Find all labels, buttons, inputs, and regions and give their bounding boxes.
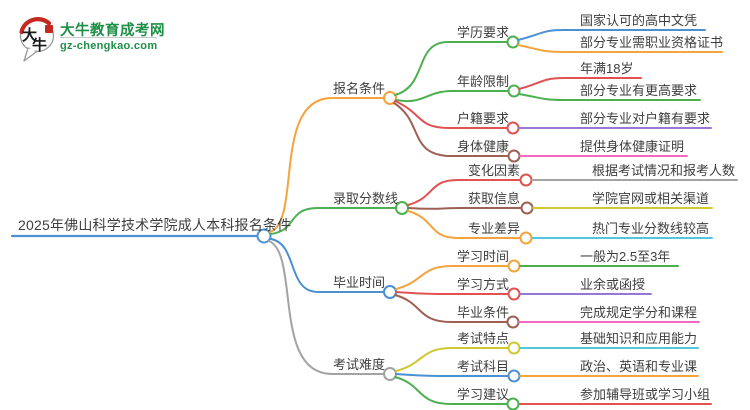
subnode-major-difference: 专业差异 (468, 221, 521, 236)
edge-graduation-time (270, 238, 385, 293)
branch-graduation-time: 毕业时间 (333, 275, 386, 290)
leaf-parttime: 业余或函授 (580, 277, 646, 292)
edge-age-limit (395, 90, 509, 103)
logo-char-niu: 牛 (32, 36, 47, 54)
subnode-graduation-requirement: 毕业条件 (457, 305, 510, 320)
circle-change-factors (519, 173, 533, 187)
edge-info-channel (408, 207, 522, 210)
edge-leaf-vocational-cert (517, 44, 723, 53)
edge-education-requirement (394, 41, 508, 96)
subnode-exam-features: 考试特点 (457, 331, 510, 346)
subnode-health-requirement: 身体健康 (457, 139, 510, 154)
circle-exam-difficulty (383, 367, 397, 381)
edge-enrollment-conditions (269, 97, 385, 233)
circle-exam-subjects (507, 369, 521, 383)
edge-change-factors (407, 179, 521, 206)
subnode-education-requirement: 学历要求 (457, 25, 510, 40)
circle-age-limit (507, 84, 521, 98)
leaf-health-cert: 提供身体健康证明 (580, 139, 685, 154)
brand-divider (60, 37, 157, 38)
subnode-study-advice: 学习建议 (457, 387, 510, 402)
root-node-circle (256, 228, 272, 244)
subnode-exam-subjects: 考试科目 (457, 359, 510, 374)
leaf-household: 部分专业对户籍有要求 (580, 111, 711, 126)
circle-study-mode (507, 287, 521, 301)
subnode-change-factors: 变化因素 (468, 163, 521, 178)
logo-char-da: 大 (22, 26, 37, 44)
circle-graduation-requirement (506, 315, 520, 329)
edge-household-requirement (394, 100, 508, 129)
edge-major-difference (407, 210, 521, 239)
circle-major-difference (519, 231, 533, 245)
leaf-high-school-diploma: 国家认可的高中文凭 (580, 13, 698, 28)
leaf-exam-situation: 根据考试情况和报考人数 (592, 163, 736, 178)
edge-study-advice (394, 376, 509, 405)
branch-admission-score: 录取分数线 (333, 191, 399, 206)
edge-health-requirement (393, 102, 509, 157)
circle-graduation-time (383, 285, 397, 299)
leaf-basic-knowledge: 基础知识和应用能力 (580, 331, 698, 346)
circle-study-advice (506, 397, 520, 410)
subnode-household-requirement: 户籍要求 (457, 111, 510, 126)
leaf-popular-majors: 热门专业分数线较高 (592, 221, 710, 236)
leaf-vocational-cert: 部分专业需职业资格证书 (580, 35, 724, 50)
leaf-duration-years: 一般为2.5至3年 (580, 249, 671, 264)
leaf-age-18: 年满18岁 (580, 61, 634, 76)
subnode-info-channel: 获取信息 (468, 191, 521, 206)
circle-exam-features (507, 341, 521, 355)
edge-exam-subjects (395, 373, 509, 377)
edge-leaf-age-18 (518, 77, 642, 90)
root-node-label: 2025年佛山科学技术学院成人本科报名条件 (18, 217, 292, 233)
circle-enrollment-conditions (383, 91, 397, 105)
edge-admission-score (270, 207, 397, 235)
subnode-age-limit: 年龄限制 (457, 74, 510, 89)
edge-exam-features (395, 347, 509, 372)
edge-graduation-requirement (394, 294, 508, 323)
branch-enrollment-conditions: 报名条件 (333, 81, 386, 96)
subnode-study-duration: 学习时间 (457, 249, 510, 264)
branch-exam-difficulty: 考试难度 (333, 357, 386, 372)
seal-stamp-icon (45, 25, 53, 33)
leaf-credits: 完成规定学分和课程 (580, 305, 698, 320)
site-logo[interactable]: 大 牛 大牛教育成考网 gz-chengkao.com (18, 14, 188, 66)
edge-leaf-higher-requirements (518, 93, 701, 101)
edge-study-mode (395, 291, 509, 295)
leaf-subjects: 政治、英语和专业课 (580, 359, 698, 374)
circle-study-duration (507, 259, 521, 273)
site-name[interactable]: 大牛教育成考网 (60, 23, 165, 39)
edge-exam-difficulty (268, 240, 385, 375)
circle-info-channel (520, 201, 534, 215)
circle-education-requirement (506, 35, 520, 49)
circle-household-requirement (506, 121, 520, 135)
leaf-official-site: 学院官网或相关渠道 (592, 191, 710, 206)
edge-study-duration (395, 265, 509, 290)
subnode-study-mode: 学习方式 (457, 277, 510, 292)
site-url[interactable]: gz-chengkao.com (60, 40, 158, 52)
leaf-higher-requirements: 部分专业有更高要求 (580, 83, 698, 98)
daniu-logo-icon: 大 牛 (19, 17, 55, 62)
edge-leaf-high-school-diploma (517, 29, 706, 41)
circle-health-requirement (507, 149, 521, 163)
leaf-tutoring: 参加辅导班或学习小组 (580, 387, 711, 402)
